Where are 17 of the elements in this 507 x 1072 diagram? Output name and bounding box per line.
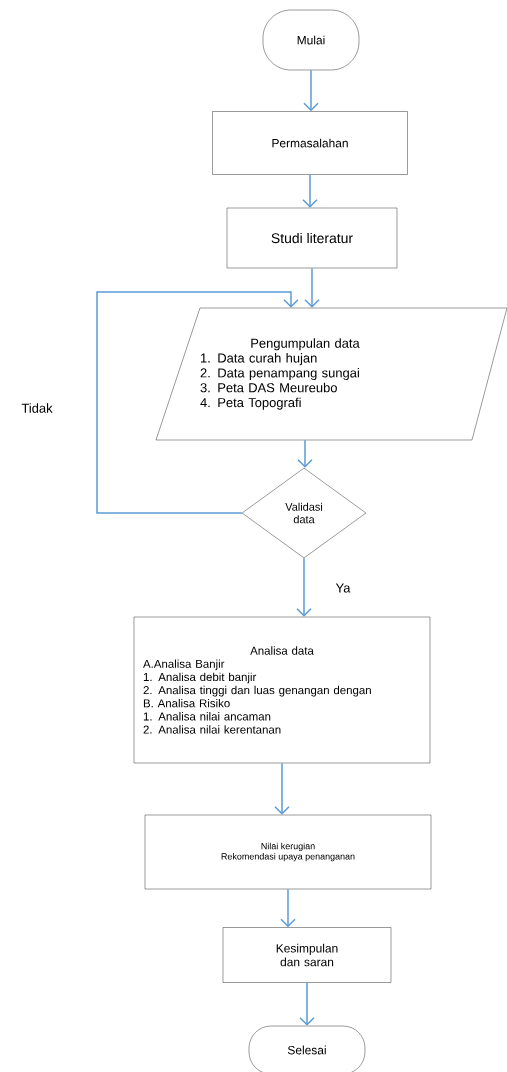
process-box: Analisa data A.Analisa Banjir 1. Analisa debit banjir 2. Analisa tinggi dan luas genangan dengan B. Analisa Risiko 1. Analisa nilai ancaman 2. Analisa nilai kerentanan — [133, 616, 431, 764]
arrow — [296, 557, 312, 617]
edge-label: Tidak — [20, 402, 54, 414]
process-box: Kesimpulan dan saran — [222, 927, 392, 983]
arrow — [297, 439, 313, 468]
arrow — [96, 291, 299, 514]
arrow — [280, 888, 296, 928]
arrow — [302, 173, 318, 208]
process-box: Studi literatur — [226, 207, 398, 269]
arrow — [299, 981, 315, 1026]
process-box: Permasalahan — [212, 111, 408, 175]
edge-label: Ya — [334, 582, 352, 594]
arrow — [274, 762, 290, 815]
arrow — [304, 267, 320, 308]
input-parallelogram: Pengumpulan data 1. Data curah hujan 2. Data penampang sungai 3. Peta DAS Meureubo 4. Peta Topografi — [155, 307, 507, 441]
arrow — [303, 69, 319, 112]
process-box: Nilai kerugian Rekomendasi upaya penanganan — [144, 814, 432, 890]
